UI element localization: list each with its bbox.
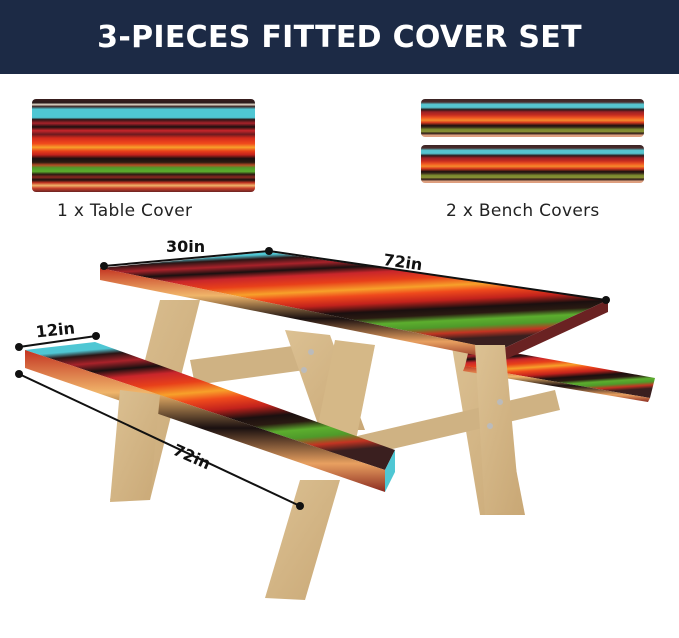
- right-front-leg: [475, 345, 520, 515]
- table-top-cover: [100, 252, 608, 350]
- table-cover-swatch: [32, 99, 255, 192]
- bench-covers-caption: 2 x Bench Covers: [446, 201, 600, 221]
- header-banner: 3-PIECES FITTED COVER SET: [0, 0, 679, 74]
- front-main-leg: [265, 480, 340, 600]
- right-bench-cover: [465, 345, 655, 398]
- table-top-edge: [100, 268, 500, 360]
- svg-text:72in: 72in: [170, 440, 213, 473]
- bench-cover-swatch-1: [421, 99, 644, 137]
- left-bench-cover: [25, 342, 395, 470]
- dimension-table-length: 72in: [268, 250, 610, 304]
- banner-title: 3-PIECES FITTED COVER SET: [97, 19, 582, 55]
- svg-text:30in: 30in: [166, 237, 205, 256]
- svg-text:12in: 12in: [35, 318, 76, 341]
- table-cover-caption: 1 x Table Cover: [57, 201, 193, 221]
- left-bench-edge: [25, 350, 385, 492]
- front-left-leg: [110, 390, 160, 502]
- picnic-table-illustration: 30in 72in 12in 72in: [15, 237, 655, 600]
- dimension-table-width: 30in: [100, 237, 273, 270]
- dimension-bench-width: 12in: [15, 318, 100, 351]
- back-brace: [190, 345, 305, 385]
- bench-cover-swatch-2: [421, 145, 644, 183]
